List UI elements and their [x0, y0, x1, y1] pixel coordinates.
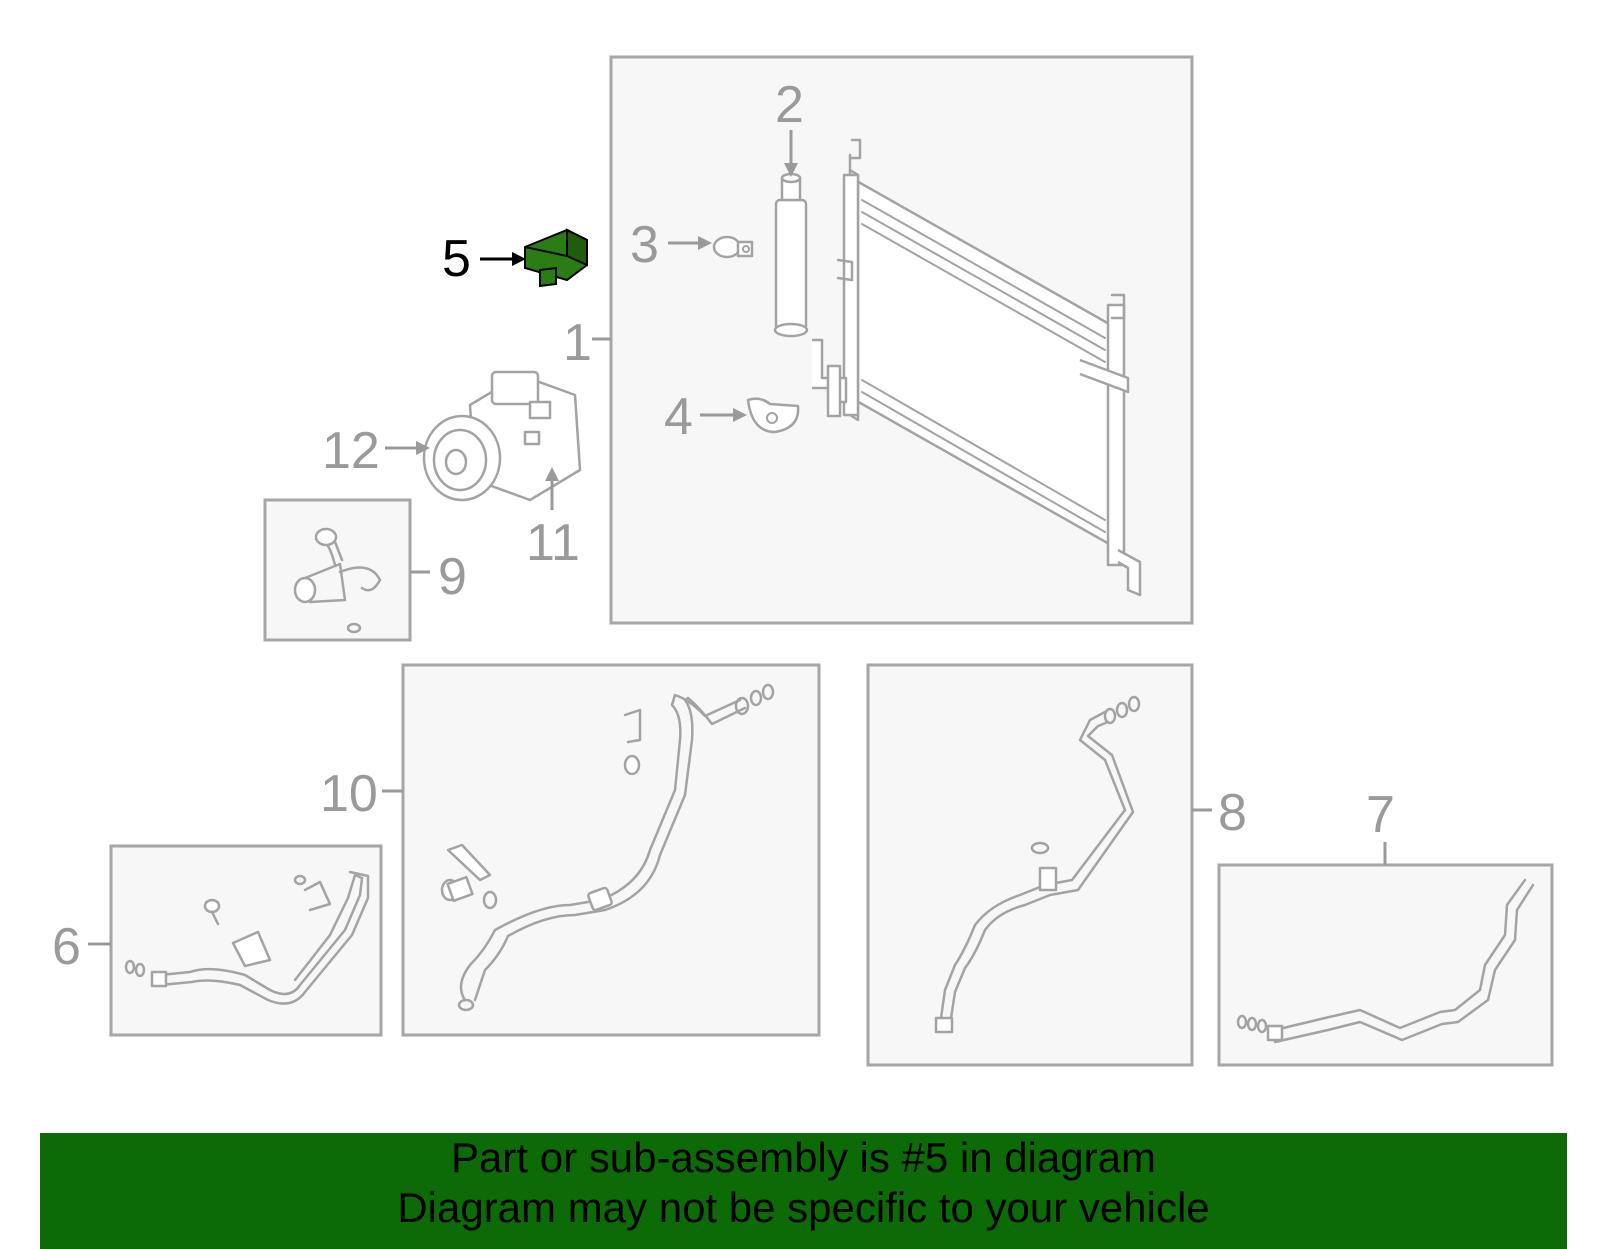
callout-5: 5	[442, 230, 471, 288]
hose-panel-8-box	[866, 663, 1194, 1067]
callout-1: 1	[563, 314, 592, 372]
hose-panel-10-box	[401, 663, 821, 1037]
callout-12: 12	[322, 422, 380, 480]
receiver-drier-drawing	[773, 172, 809, 338]
hose-8-drawing	[934, 695, 1141, 1034]
bracket-drawing	[746, 397, 800, 434]
callout-6: 6	[52, 918, 81, 976]
banner-line-disclaimer: Diagram may not be specific to your vehi…	[397, 1184, 1210, 1231]
pipe-9-drawing	[293, 527, 382, 634]
callout-4: 4	[664, 388, 693, 446]
callout-11: 11	[526, 514, 580, 572]
hose-7-drawing	[1236, 878, 1535, 1044]
hose-6-drawing	[124, 870, 370, 1005]
banner-line-part-number: Part or sub-assembly is #5 in diagram	[451, 1134, 1156, 1181]
info-banner: Part or sub-assembly is #5 in diagram Di…	[40, 1133, 1567, 1249]
hose-panel-9-box	[263, 498, 412, 642]
pressure-sensor-part-5	[524, 228, 588, 288]
clamp-drawing	[712, 235, 754, 259]
callout-3: 3	[630, 216, 659, 274]
condenser-drawing	[812, 138, 1142, 597]
callout-7: 7	[1366, 786, 1395, 844]
leader-lines	[88, 130, 1387, 946]
callout-2: 2	[775, 76, 804, 134]
callout-8: 8	[1218, 784, 1247, 842]
callout-9: 9	[438, 548, 467, 606]
callout-10: 10	[320, 765, 378, 823]
hose-10-drawing	[440, 683, 775, 1012]
